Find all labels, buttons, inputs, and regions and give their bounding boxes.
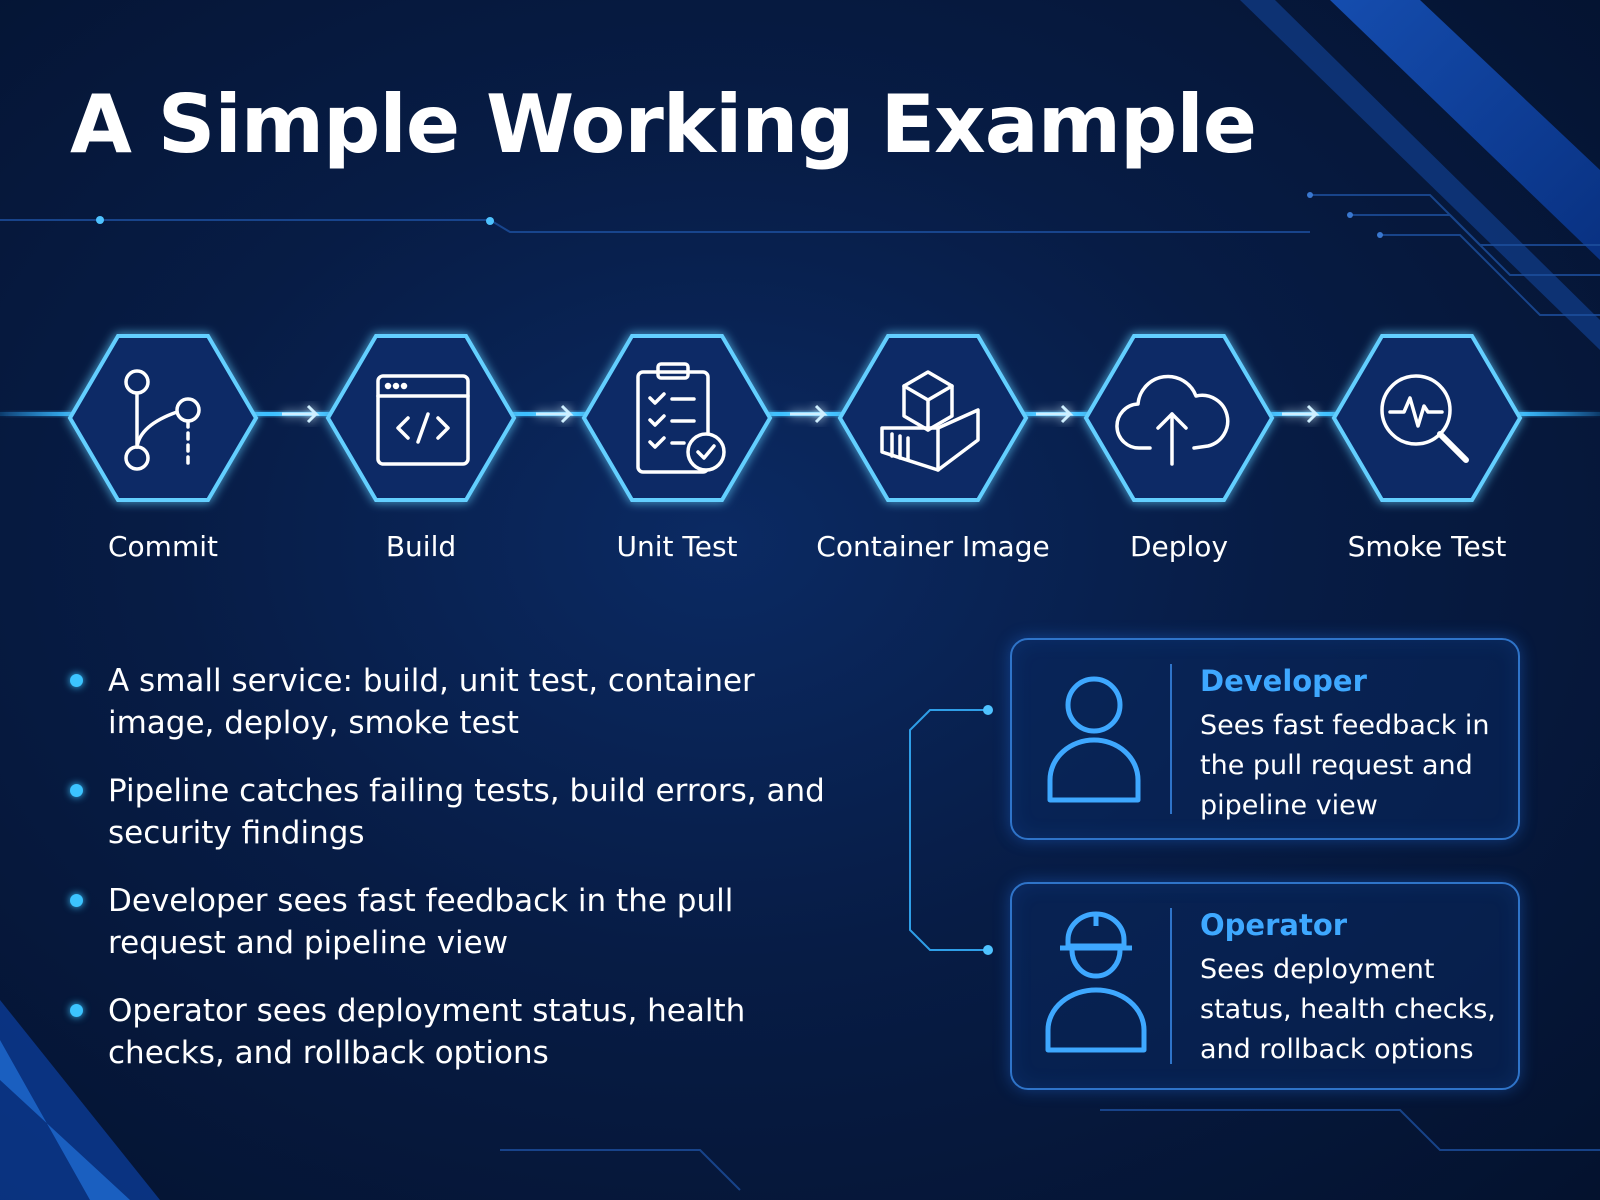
pipeline-arrow (536, 404, 574, 424)
hardhat-worker-icon (1045, 911, 1147, 1053)
stage-label-container-image: Container Image (816, 530, 1050, 563)
person-icon (1047, 676, 1141, 803)
bullet-list: A small service: build, unit test, conta… (70, 660, 830, 1100)
list-item: A small service: build, unit test, conta… (70, 660, 830, 744)
stage-hexagon-smoke-test (1331, 334, 1523, 502)
role-description: Sees deployment status, health checks, a… (1200, 954, 1496, 1065)
list-item: Developer sees fast feedback in the pull… (70, 880, 830, 964)
bullet-text: Operator sees deployment status, health … (108, 993, 746, 1071)
stage-label-build: Build (385, 530, 457, 563)
stage-hexagon-unit-test (581, 334, 773, 502)
pipeline-arrow (1036, 404, 1074, 424)
checklist-icon (636, 362, 726, 474)
pipeline-diagram (0, 334, 1600, 502)
pipeline-arrow (282, 404, 320, 424)
stage-hexagon-build (325, 334, 517, 502)
bullet-dot (70, 894, 83, 907)
bullet-text: A small service: build, unit test, conta… (108, 663, 755, 741)
card-divider (1170, 908, 1172, 1064)
stage-hexagon-container-image (837, 334, 1029, 502)
role-connector (909, 705, 993, 955)
card-divider (1170, 664, 1172, 814)
role-description: Sees fast feedback in the pull request a… (1200, 710, 1490, 821)
pipeline-arrow (1282, 404, 1320, 424)
stage-hexagon-deploy (1083, 334, 1275, 502)
list-item: Pipeline catches failing tests, build er… (70, 770, 830, 854)
bullet-dot (70, 1004, 83, 1017)
stage-label-commit: Commit (108, 530, 218, 563)
list-item: Operator sees deployment status, health … (70, 990, 830, 1074)
page-title: A Simple Working Example (70, 78, 1257, 171)
role-title: Operator (1200, 908, 1348, 942)
bullet-dot (70, 674, 83, 687)
role-card-operator: Operator Sees deployment status, health … (1010, 882, 1520, 1090)
role-card-developer: Developer Sees fast feedback in the pull… (1010, 638, 1520, 840)
git-branch-icon (124, 369, 201, 471)
bullet-text: Pipeline catches failing tests, build er… (108, 773, 825, 851)
stage-label-unit-test: Unit Test (616, 530, 738, 563)
role-title: Developer (1200, 664, 1367, 698)
magnifier-pulse-icon (1380, 374, 1469, 463)
cloud-upload-icon (1115, 374, 1230, 466)
stage-label-deploy: Deploy (1129, 530, 1229, 563)
bullet-text: Developer sees fast feedback in the pull… (108, 883, 734, 961)
stage-label-smoke-test: Smoke Test (1347, 530, 1507, 563)
container-box-icon (880, 370, 980, 472)
pipeline-arrow (790, 404, 828, 424)
bullet-dot (70, 784, 83, 797)
code-window-icon (376, 374, 470, 466)
